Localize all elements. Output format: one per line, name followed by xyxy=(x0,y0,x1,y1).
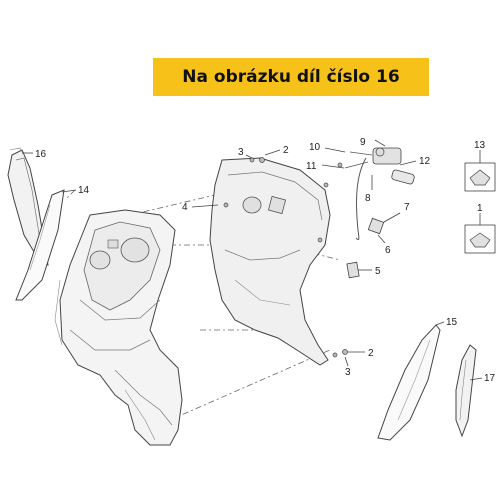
guide-lines xyxy=(64,189,341,421)
callout-16: 16 xyxy=(35,149,47,160)
part-7-screw xyxy=(383,212,401,223)
callout-8: 8 xyxy=(365,193,371,204)
leg-shield-body xyxy=(54,209,183,446)
callout-14: 14 xyxy=(78,185,90,196)
callout-3-bottom: 3 xyxy=(345,367,351,378)
part-6-clip xyxy=(367,217,385,235)
callout-4: 4 xyxy=(182,202,188,213)
callout-6: 6 xyxy=(385,245,391,256)
callout-9: 9 xyxy=(360,137,366,148)
part-5-bracket xyxy=(346,261,360,279)
callout-15: 15 xyxy=(446,317,458,328)
part-1-box xyxy=(464,213,496,254)
banner: Na obrázku díl číslo 16 xyxy=(153,58,429,96)
callout-7: 7 xyxy=(404,202,410,213)
callout-1: 1 xyxy=(477,203,483,214)
callout-2-bottom: 2 xyxy=(368,348,374,359)
callout-3-top: 3 xyxy=(238,147,244,158)
callout-11: 11 xyxy=(306,161,317,172)
callout-13: 13 xyxy=(474,140,486,151)
callout-2-top: 2 xyxy=(283,145,289,156)
callout-10: 10 xyxy=(309,142,321,153)
part-14-screen xyxy=(15,189,65,301)
banner-text: Na obrázku díl číslo 16 xyxy=(182,67,400,87)
callout-17: 17 xyxy=(484,373,496,384)
callout-12: 12 xyxy=(419,156,431,167)
lock-assembly xyxy=(344,147,415,241)
callout-5: 5 xyxy=(375,266,381,277)
part-13-box xyxy=(464,150,496,192)
inner-panel xyxy=(209,157,331,366)
part-15-screen xyxy=(377,324,441,441)
part-17-panel xyxy=(455,344,477,438)
